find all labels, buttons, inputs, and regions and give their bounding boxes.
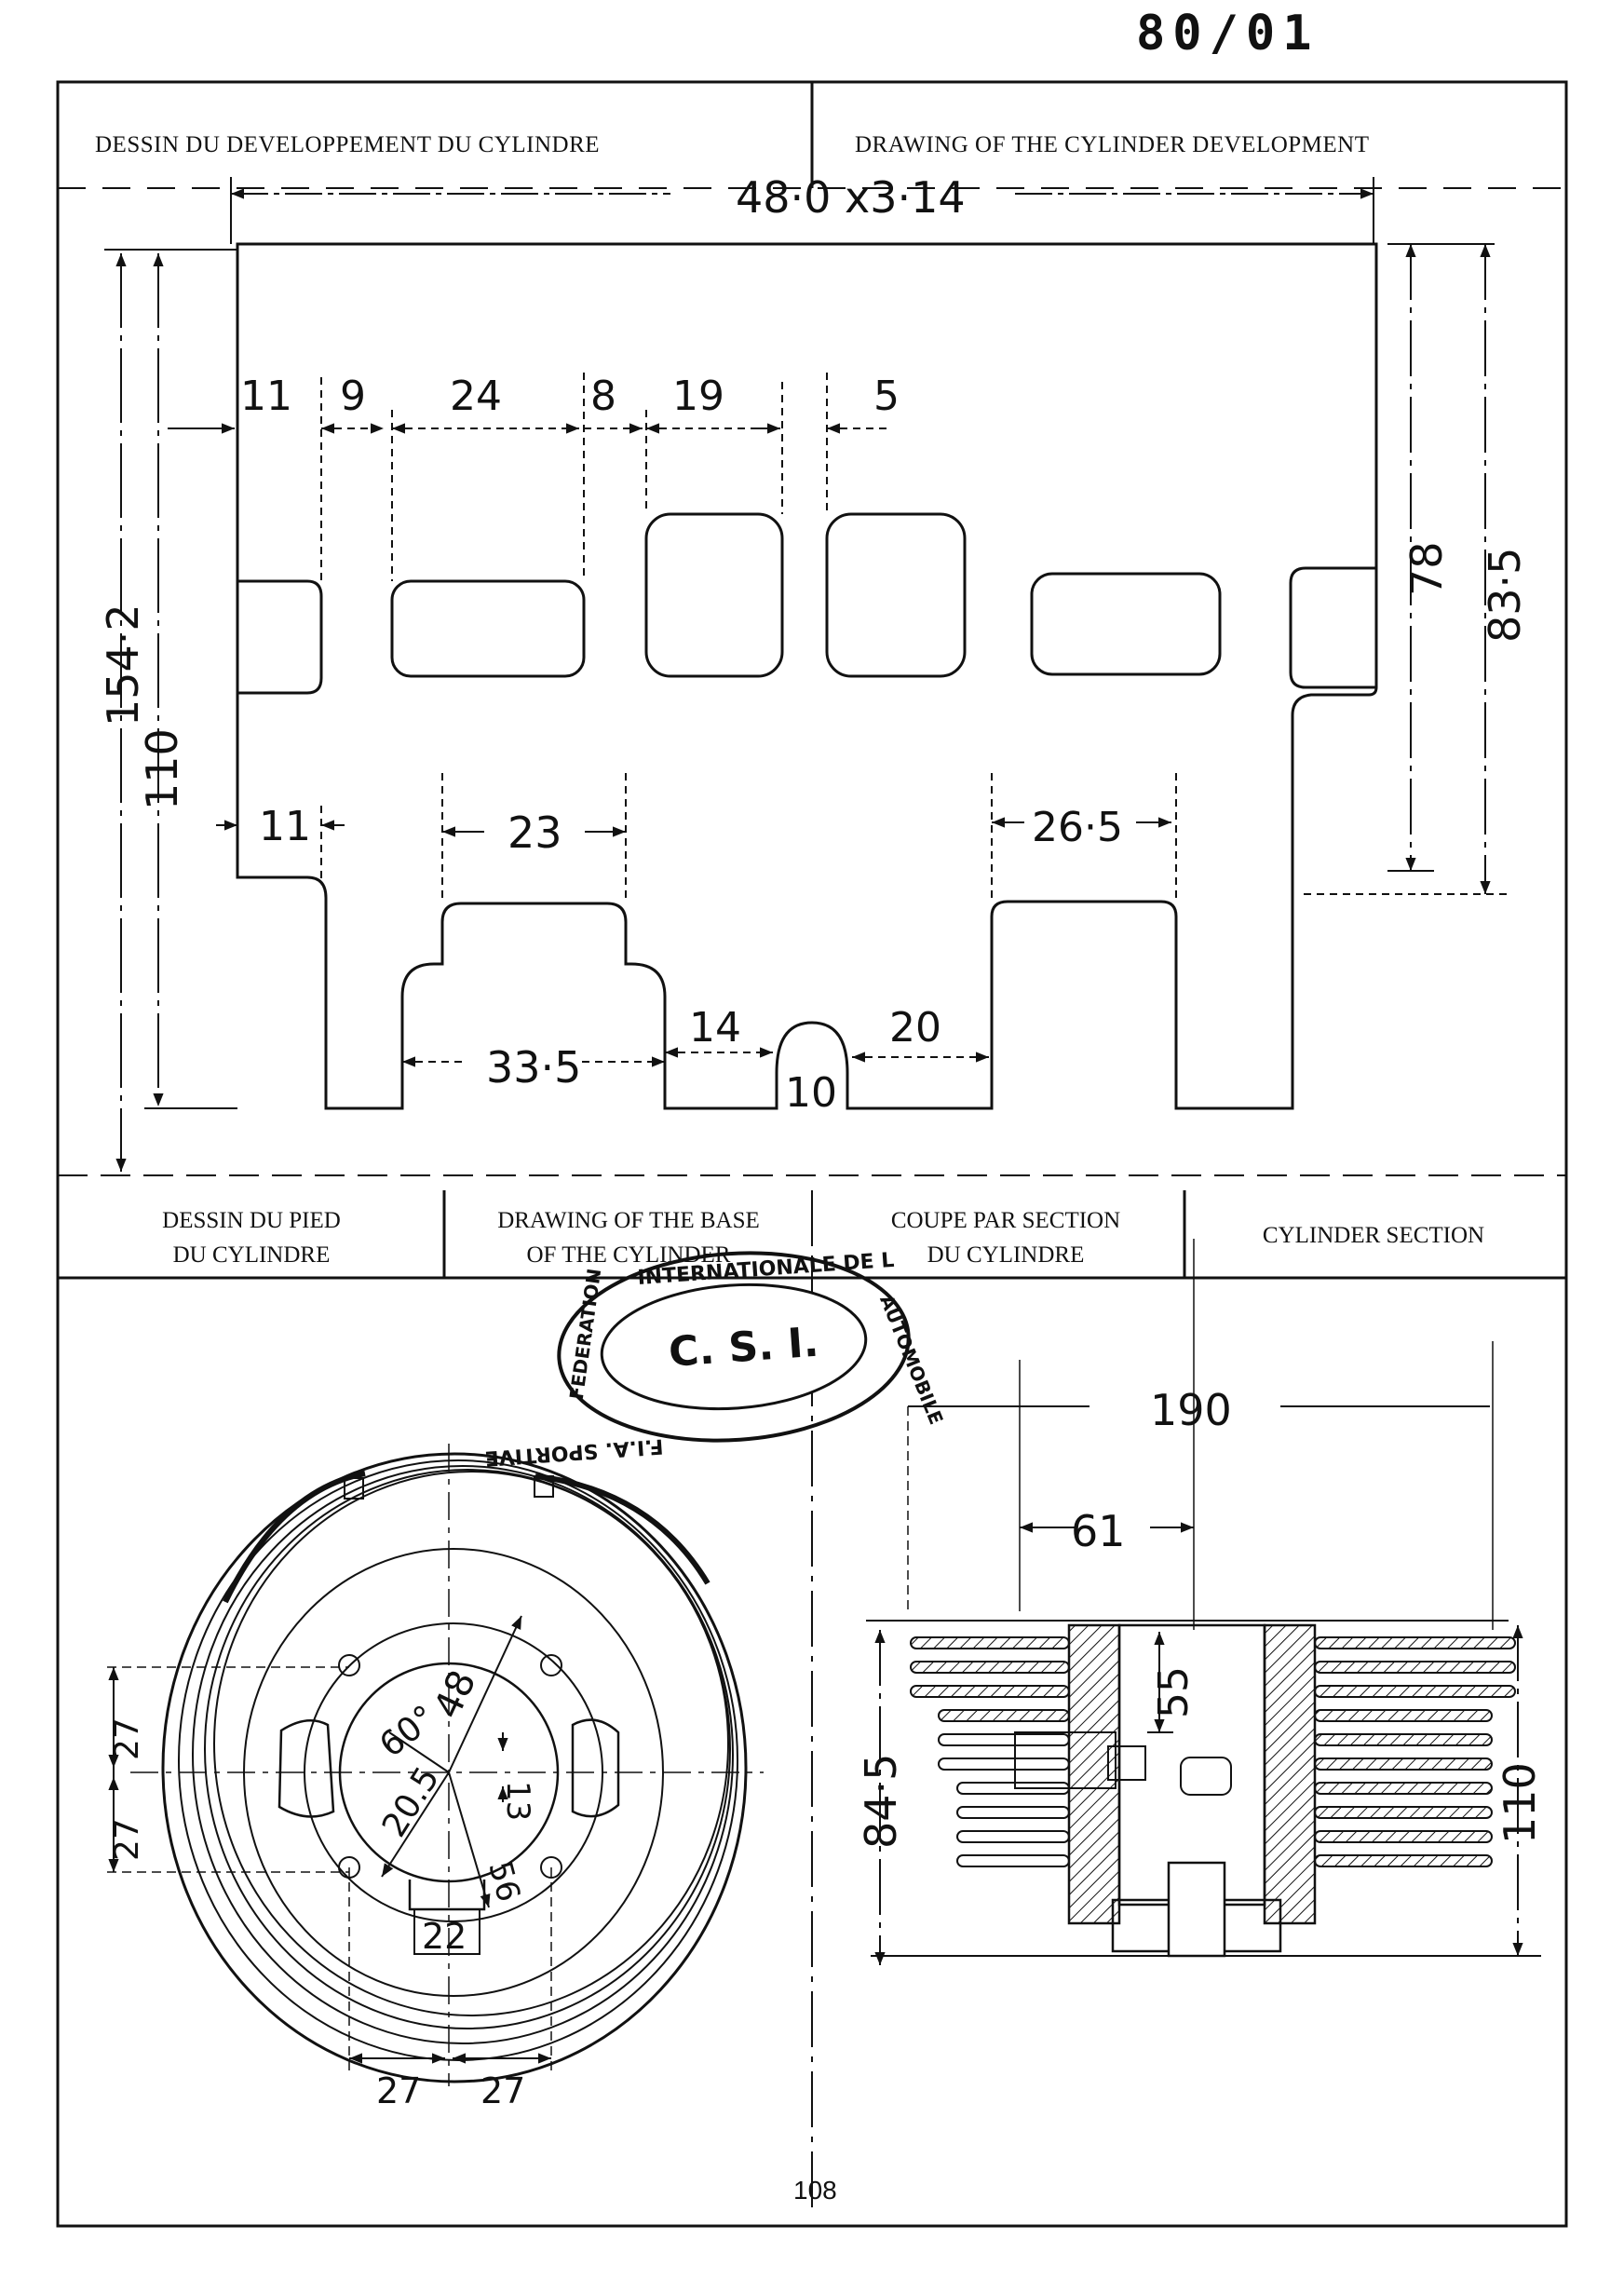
dim-base-left-27-top: 27 xyxy=(108,1717,146,1760)
dim-section-55: 55 xyxy=(1150,1666,1198,1718)
dim-top-5: 5 xyxy=(873,373,900,420)
page-frame xyxy=(56,80,1568,2228)
fin-left xyxy=(938,1709,1070,1722)
fin-left xyxy=(956,1782,1070,1795)
stamp-ring-bottom: F.I.A. SPORTIVE xyxy=(484,1434,664,1470)
cylinder-base-view xyxy=(107,1444,764,2086)
fin-right xyxy=(1314,1782,1493,1795)
header-base-fr-line1: DESSIN DU PIED xyxy=(162,1208,341,1233)
dim-base-56: 56 xyxy=(480,1857,527,1906)
header-base-en-line2: OF THE CYLINDER xyxy=(526,1242,731,1268)
dim-top-8: 8 xyxy=(590,373,616,420)
fin-right xyxy=(1314,1758,1493,1771)
fin-right xyxy=(1314,1636,1516,1649)
fin-right xyxy=(1314,1854,1493,1867)
dim-base-bottom-27-left: 27 xyxy=(376,2070,421,2111)
fin-right xyxy=(1314,1661,1516,1674)
dim-mid-26: 26·5 xyxy=(1032,804,1123,851)
dim-top-9: 9 xyxy=(340,373,366,420)
fin-left xyxy=(938,1758,1070,1771)
header-section-fr-line2: DU CYLINDRE xyxy=(927,1242,1085,1268)
fin-left xyxy=(910,1685,1070,1698)
fin-left xyxy=(956,1830,1070,1843)
dim-right-83: 83·5 xyxy=(1480,548,1530,643)
dim-section-190: 190 xyxy=(1150,1385,1232,1435)
fin-right xyxy=(1314,1830,1493,1843)
dim-mid-23: 23 xyxy=(508,808,562,858)
dim-base-22: 22 xyxy=(422,1916,467,1957)
stamp-center-text: C. S. I. xyxy=(667,1319,819,1377)
dim-top-19: 19 xyxy=(672,373,724,420)
header-base-fr: DESSIN DU PIED DU CYLINDRE xyxy=(65,1203,438,1272)
csi-stamp: C. S. I. INTERNATIONALE DE L F.I.A. SPOR… xyxy=(484,1249,948,1470)
dim-bot-10: 10 xyxy=(785,1069,837,1117)
header-section-en-line1: CYLINDER SECTION xyxy=(1262,1223,1485,1248)
development-dimension-lines xyxy=(104,177,1509,1172)
dim-bot-14: 14 xyxy=(689,1004,741,1052)
dim-mid-11: 11 xyxy=(259,803,311,850)
dim-bot-33: 33·5 xyxy=(486,1042,581,1092)
dim-right-78: 78 xyxy=(1401,541,1452,596)
dim-left-110: 110 xyxy=(137,728,187,810)
dim-section-84-5: 84·5 xyxy=(856,1754,906,1849)
dim-overall-width: 48·0 x3·14 xyxy=(736,172,966,223)
page-number: 108 xyxy=(793,2176,837,2205)
header-section-fr: COUPE PAR SECTION DU CYLINDRE xyxy=(819,1203,1192,1272)
fin-left xyxy=(910,1636,1070,1649)
header-section-fr-line1: COUPE PAR SECTION xyxy=(890,1208,1121,1233)
fin-right xyxy=(1314,1733,1493,1746)
dim-base-13: 13 xyxy=(499,1781,536,1821)
dim-top-24: 24 xyxy=(450,373,502,420)
cylinder-section-view xyxy=(866,1239,1541,1965)
fin-left xyxy=(956,1854,1070,1867)
stamp-ring-left: FEDERATION xyxy=(565,1267,605,1401)
sheet-number: 80/01 xyxy=(1136,6,1320,61)
dimension-labels: 48·0 x3·14 11 9 24 8 19 5 154·2 110 78 8… xyxy=(98,172,1545,2111)
fin-right xyxy=(1314,1709,1493,1722)
header-base-fr-line2: DU CYLINDRE xyxy=(172,1242,331,1268)
fin-right xyxy=(1314,1806,1493,1819)
cylinder-development-outline xyxy=(236,242,1378,1110)
header-development-fr: DESSIN DU DEVELOPPEMENT DU CYLINDRE xyxy=(95,132,601,157)
dim-base-bottom-27-right: 27 xyxy=(480,2070,525,2111)
fin-left xyxy=(956,1806,1070,1819)
dim-bot-20: 20 xyxy=(889,1004,941,1052)
header-base-en-line1: DRAWING OF THE BASE xyxy=(497,1208,760,1233)
dim-section-61: 61 xyxy=(1071,1506,1126,1556)
header-base-en: DRAWING OF THE BASE OF THE CYLINDER xyxy=(442,1203,815,1272)
fin-left xyxy=(910,1661,1070,1674)
header-development-en: DRAWING OF THE CYLINDER DEVELOPMENT xyxy=(855,132,1370,157)
fin-right xyxy=(1314,1685,1516,1698)
header-section-en: CYLINDER SECTION xyxy=(1187,1218,1560,1253)
dim-left-154: 154·2 xyxy=(98,604,148,726)
dim-top-11: 11 xyxy=(240,373,292,420)
dim-section-110: 110 xyxy=(1495,1762,1545,1844)
dim-base-left-27-bottom: 27 xyxy=(108,1818,146,1861)
fin-left xyxy=(938,1733,1070,1746)
cylinder-fins xyxy=(910,1636,1516,1867)
